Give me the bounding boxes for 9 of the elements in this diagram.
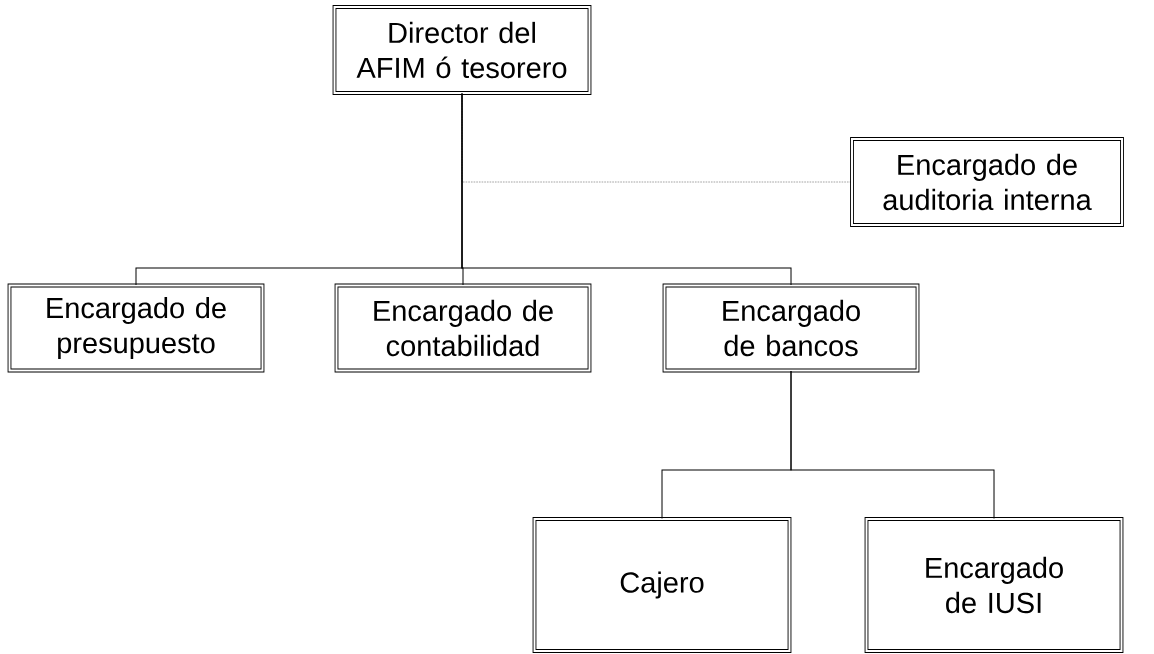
connector-line (461, 92, 792, 286)
connector-line (790, 370, 995, 520)
org-box: Encargado de contabilidad (334, 283, 592, 373)
org-box: Encargado de bancos (662, 283, 920, 373)
org-box: Encargado de presupuesto (7, 283, 265, 373)
org-box: Cajero (532, 517, 792, 653)
org-box: Encargado de IUSI (864, 517, 1124, 653)
org-box: Director del AFIM ó tesorero (332, 5, 592, 95)
org-box: Encargado de auditoria interna (850, 137, 1124, 227)
